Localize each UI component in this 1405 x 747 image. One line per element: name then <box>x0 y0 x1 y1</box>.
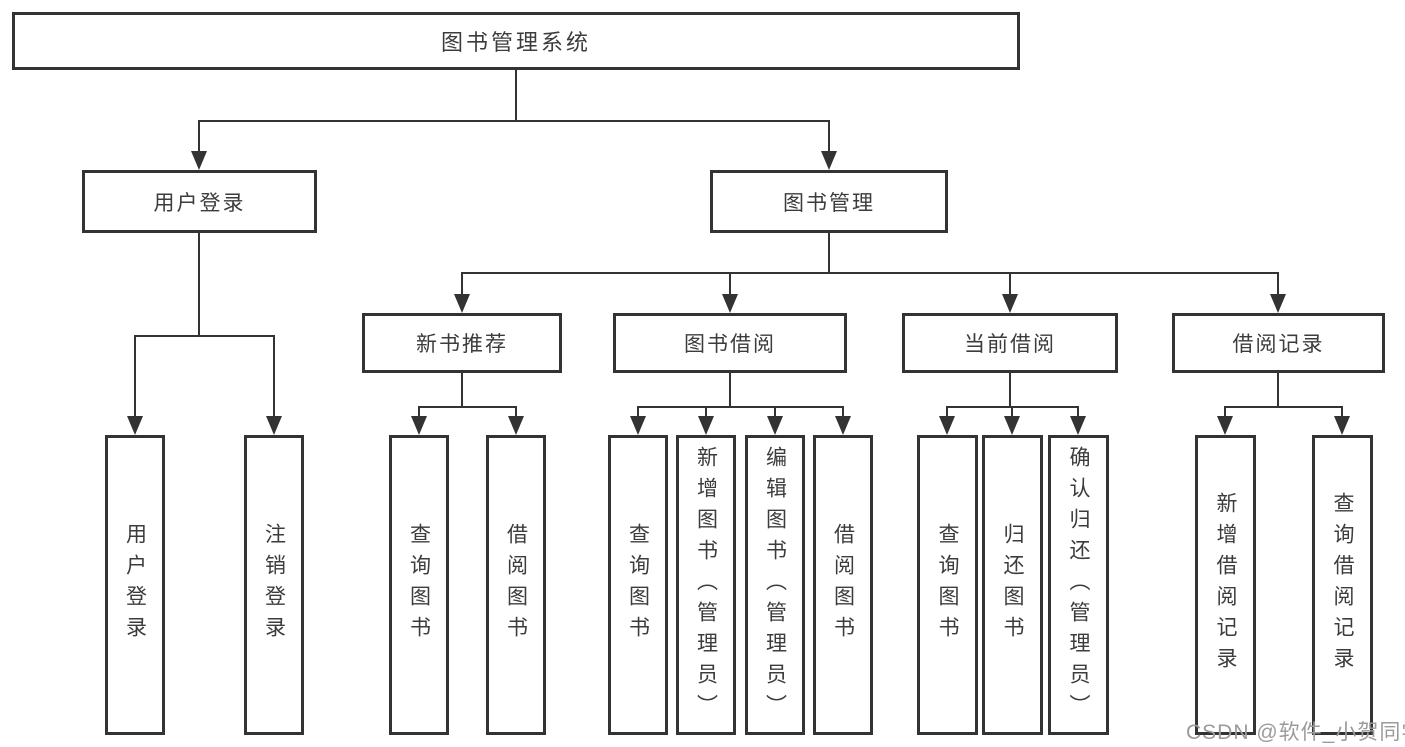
leaf-borrow-books-1-label: 借阅图书 <box>504 523 528 647</box>
node-book-borrow: 图书借阅 <box>613 313 847 373</box>
connector-line <box>1011 406 1013 417</box>
arrow-down-icon <box>454 294 470 313</box>
leaf-borrow-books-2-label: 借阅图书 <box>831 523 855 647</box>
connector-line <box>1009 373 1011 407</box>
node-new-book-recommend-label: 新书推荐 <box>416 333 508 356</box>
arrow-down-icon <box>411 416 427 435</box>
connector-line <box>418 406 517 408</box>
leaf-borrow-books-1: 借阅图书 <box>486 435 546 735</box>
connector-line <box>842 406 844 417</box>
connector-line <box>1224 406 1226 417</box>
leaf-query-borrow-record-label: 查询借阅记录 <box>1331 492 1354 678</box>
arrow-down-icon <box>1004 416 1020 435</box>
arrow-down-icon <box>127 416 143 435</box>
arrow-down-icon <box>1334 416 1350 435</box>
leaf-return-books-label: 归还图书 <box>1001 523 1024 647</box>
connector-line <box>1277 373 1279 407</box>
leaf-query-books-1-label: 查询图书 <box>407 523 431 647</box>
connector-line <box>637 406 639 417</box>
leaf-edit-book-admin-label: 编辑图书（管理员） <box>763 445 787 725</box>
node-book-management: 图书管理 <box>710 170 948 233</box>
arrow-down-icon <box>630 416 646 435</box>
leaf-edit-book-admin: 编辑图书（管理员） <box>745 435 805 735</box>
node-book-management-label: 图书管理 <box>783 191 875 215</box>
node-root-label: 图书管理系统 <box>440 30 591 55</box>
leaf-query-borrow-record: 查询借阅记录 <box>1312 435 1373 735</box>
arrow-down-icon <box>1002 294 1018 313</box>
leaf-add-book-admin: 新增图书（管理员） <box>676 435 736 735</box>
connector-line <box>637 406 844 408</box>
arrow-down-icon <box>266 416 282 435</box>
arrow-down-icon <box>722 294 738 313</box>
leaf-user-login-label: 用户登录 <box>123 523 147 647</box>
connector-line <box>198 120 830 122</box>
connector-line <box>461 272 463 295</box>
node-user-login-label: 用户登录 <box>153 191 246 215</box>
arrow-down-icon <box>508 416 524 435</box>
connector-line <box>1009 272 1011 295</box>
node-borrow-records: 借阅记录 <box>1172 313 1385 373</box>
leaf-return-books: 归还图书 <box>982 435 1043 735</box>
arrow-down-icon <box>939 416 955 435</box>
connector-line <box>729 272 731 295</box>
arrow-down-icon <box>835 416 851 435</box>
leaf-logout-label: 注销登录 <box>262 523 286 647</box>
connector-line <box>515 406 517 417</box>
connector-line <box>1341 406 1343 417</box>
connector-line <box>515 70 517 121</box>
arrow-down-icon <box>1270 294 1286 313</box>
connector-line <box>198 120 200 152</box>
node-current-borrow: 当前借阅 <box>902 313 1118 373</box>
arrow-down-icon <box>767 416 783 435</box>
connector-line <box>461 373 463 407</box>
node-root: 图书管理系统 <box>12 12 1020 70</box>
leaf-borrow-books-2: 借阅图书 <box>813 435 873 735</box>
watermark: CSDN @软件_小贺同学 <box>1186 721 1405 744</box>
leaf-confirm-return-admin-label: 确认归还（管理员） <box>1067 445 1090 725</box>
connector-line <box>198 233 200 336</box>
arrow-down-icon <box>821 151 837 170</box>
connector-line <box>828 120 830 152</box>
connector-line <box>134 335 275 337</box>
connector-line <box>418 406 420 417</box>
connector-line <box>705 406 707 417</box>
connector-line <box>273 335 275 417</box>
connector-line <box>461 272 1279 274</box>
arrow-down-icon <box>1070 416 1086 435</box>
connector-line <box>134 335 136 417</box>
leaf-query-books-1: 查询图书 <box>389 435 449 735</box>
connector-line <box>1077 406 1079 417</box>
arrow-down-icon <box>698 416 714 435</box>
node-book-borrow-label: 图书借阅 <box>684 333 776 356</box>
leaf-query-books-2-label: 查询图书 <box>626 523 650 647</box>
leaf-add-book-admin-label: 新增图书（管理员） <box>694 445 718 725</box>
leaf-add-borrow-record-label: 新增借阅记录 <box>1214 492 1237 678</box>
connector-line <box>1224 406 1343 408</box>
connector-line <box>774 406 776 417</box>
node-current-borrow-label: 当前借阅 <box>964 333 1056 356</box>
node-user-login: 用户登录 <box>82 170 317 233</box>
connector-line <box>828 233 830 273</box>
leaf-query-books-2: 查询图书 <box>608 435 668 735</box>
connector-line <box>1277 272 1279 295</box>
arrow-down-icon <box>191 151 207 170</box>
node-new-book-recommend: 新书推荐 <box>362 313 562 373</box>
arrow-down-icon <box>1217 416 1233 435</box>
connector-line <box>729 373 731 407</box>
leaf-add-borrow-record: 新增借阅记录 <box>1195 435 1256 735</box>
leaf-logout: 注销登录 <box>244 435 304 735</box>
leaf-query-books-3-label: 查询图书 <box>936 523 959 647</box>
node-borrow-records-label: 借阅记录 <box>1232 333 1325 356</box>
leaf-user-login: 用户登录 <box>105 435 165 735</box>
leaf-query-books-3: 查询图书 <box>917 435 978 735</box>
connector-line <box>946 406 948 417</box>
leaf-confirm-return-admin: 确认归还（管理员） <box>1048 435 1109 735</box>
